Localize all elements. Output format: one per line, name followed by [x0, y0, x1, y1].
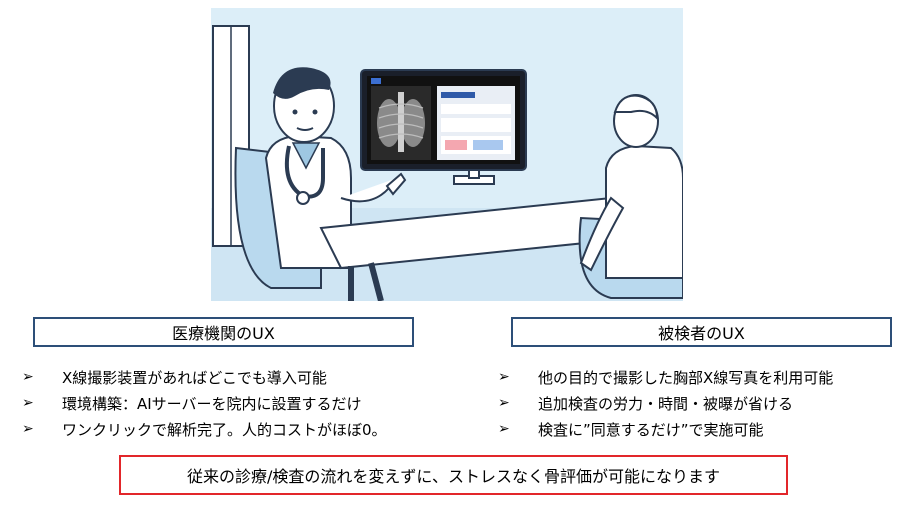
patient-ux-list: ➢ 他の目的で撮影した胸部X線写真を利用可能 ➢ 追加検査の労力・時間・被曝が省…	[498, 364, 833, 442]
summary-box: 従来の診療/検査の流れを変えずに、ストレスなく骨評価が可能になります	[119, 455, 788, 495]
list-item: ➢ 検査に”同意するだけ”で実施可能	[498, 416, 833, 442]
list-item: ➢ X線撮影装置があればどこでも導入可能	[22, 364, 387, 390]
list-item-text: 検査に”同意するだけ”で実施可能	[538, 420, 764, 439]
summary-text: 従来の診療/検査の流れを変えずに、ストレスなく骨評価が可能になります	[187, 467, 720, 486]
patient-ux-header: 被検者のUX	[511, 317, 892, 347]
list-item-text: X線撮影装置があればどこでも導入可能	[62, 368, 327, 387]
list-item-text: 環境構築：AIサーバーを院内に設置するだけ	[62, 394, 362, 413]
list-item: ➢ 他の目的で撮影した胸部X線写真を利用可能	[498, 364, 833, 390]
list-item: ➢ 追加検査の労力・時間・被曝が省ける	[498, 390, 833, 416]
arrow-bullet-icon: ➢	[498, 369, 510, 385]
medical-ux-title: 医療機関のUX	[172, 324, 275, 343]
medical-ux-list: ➢ X線撮影装置があればどこでも導入可能 ➢ 環境構築：AIサーバーを院内に設置…	[22, 364, 387, 442]
patient-ux-title: 被検者のUX	[658, 324, 745, 343]
list-item-text: 他の目的で撮影した胸部X線写真を利用可能	[538, 368, 834, 387]
arrow-bullet-icon: ➢	[22, 395, 34, 411]
list-item-text: 追加検査の労力・時間・被曝が省ける	[538, 394, 794, 413]
list-item-text: ワンクリックで解析完了。人的コストがほぼ0。	[62, 420, 387, 439]
clinic-illustration	[211, 8, 683, 301]
arrow-bullet-icon: ➢	[498, 395, 510, 411]
arrow-bullet-icon: ➢	[22, 421, 34, 437]
arrow-bullet-icon: ➢	[22, 369, 34, 385]
arrow-bullet-icon: ➢	[498, 421, 510, 437]
list-item: ➢ ワンクリックで解析完了。人的コストがほぼ0。	[22, 416, 387, 442]
medical-ux-header: 医療機関のUX	[33, 317, 414, 347]
list-item: ➢ 環境構築：AIサーバーを院内に設置するだけ	[22, 390, 387, 416]
